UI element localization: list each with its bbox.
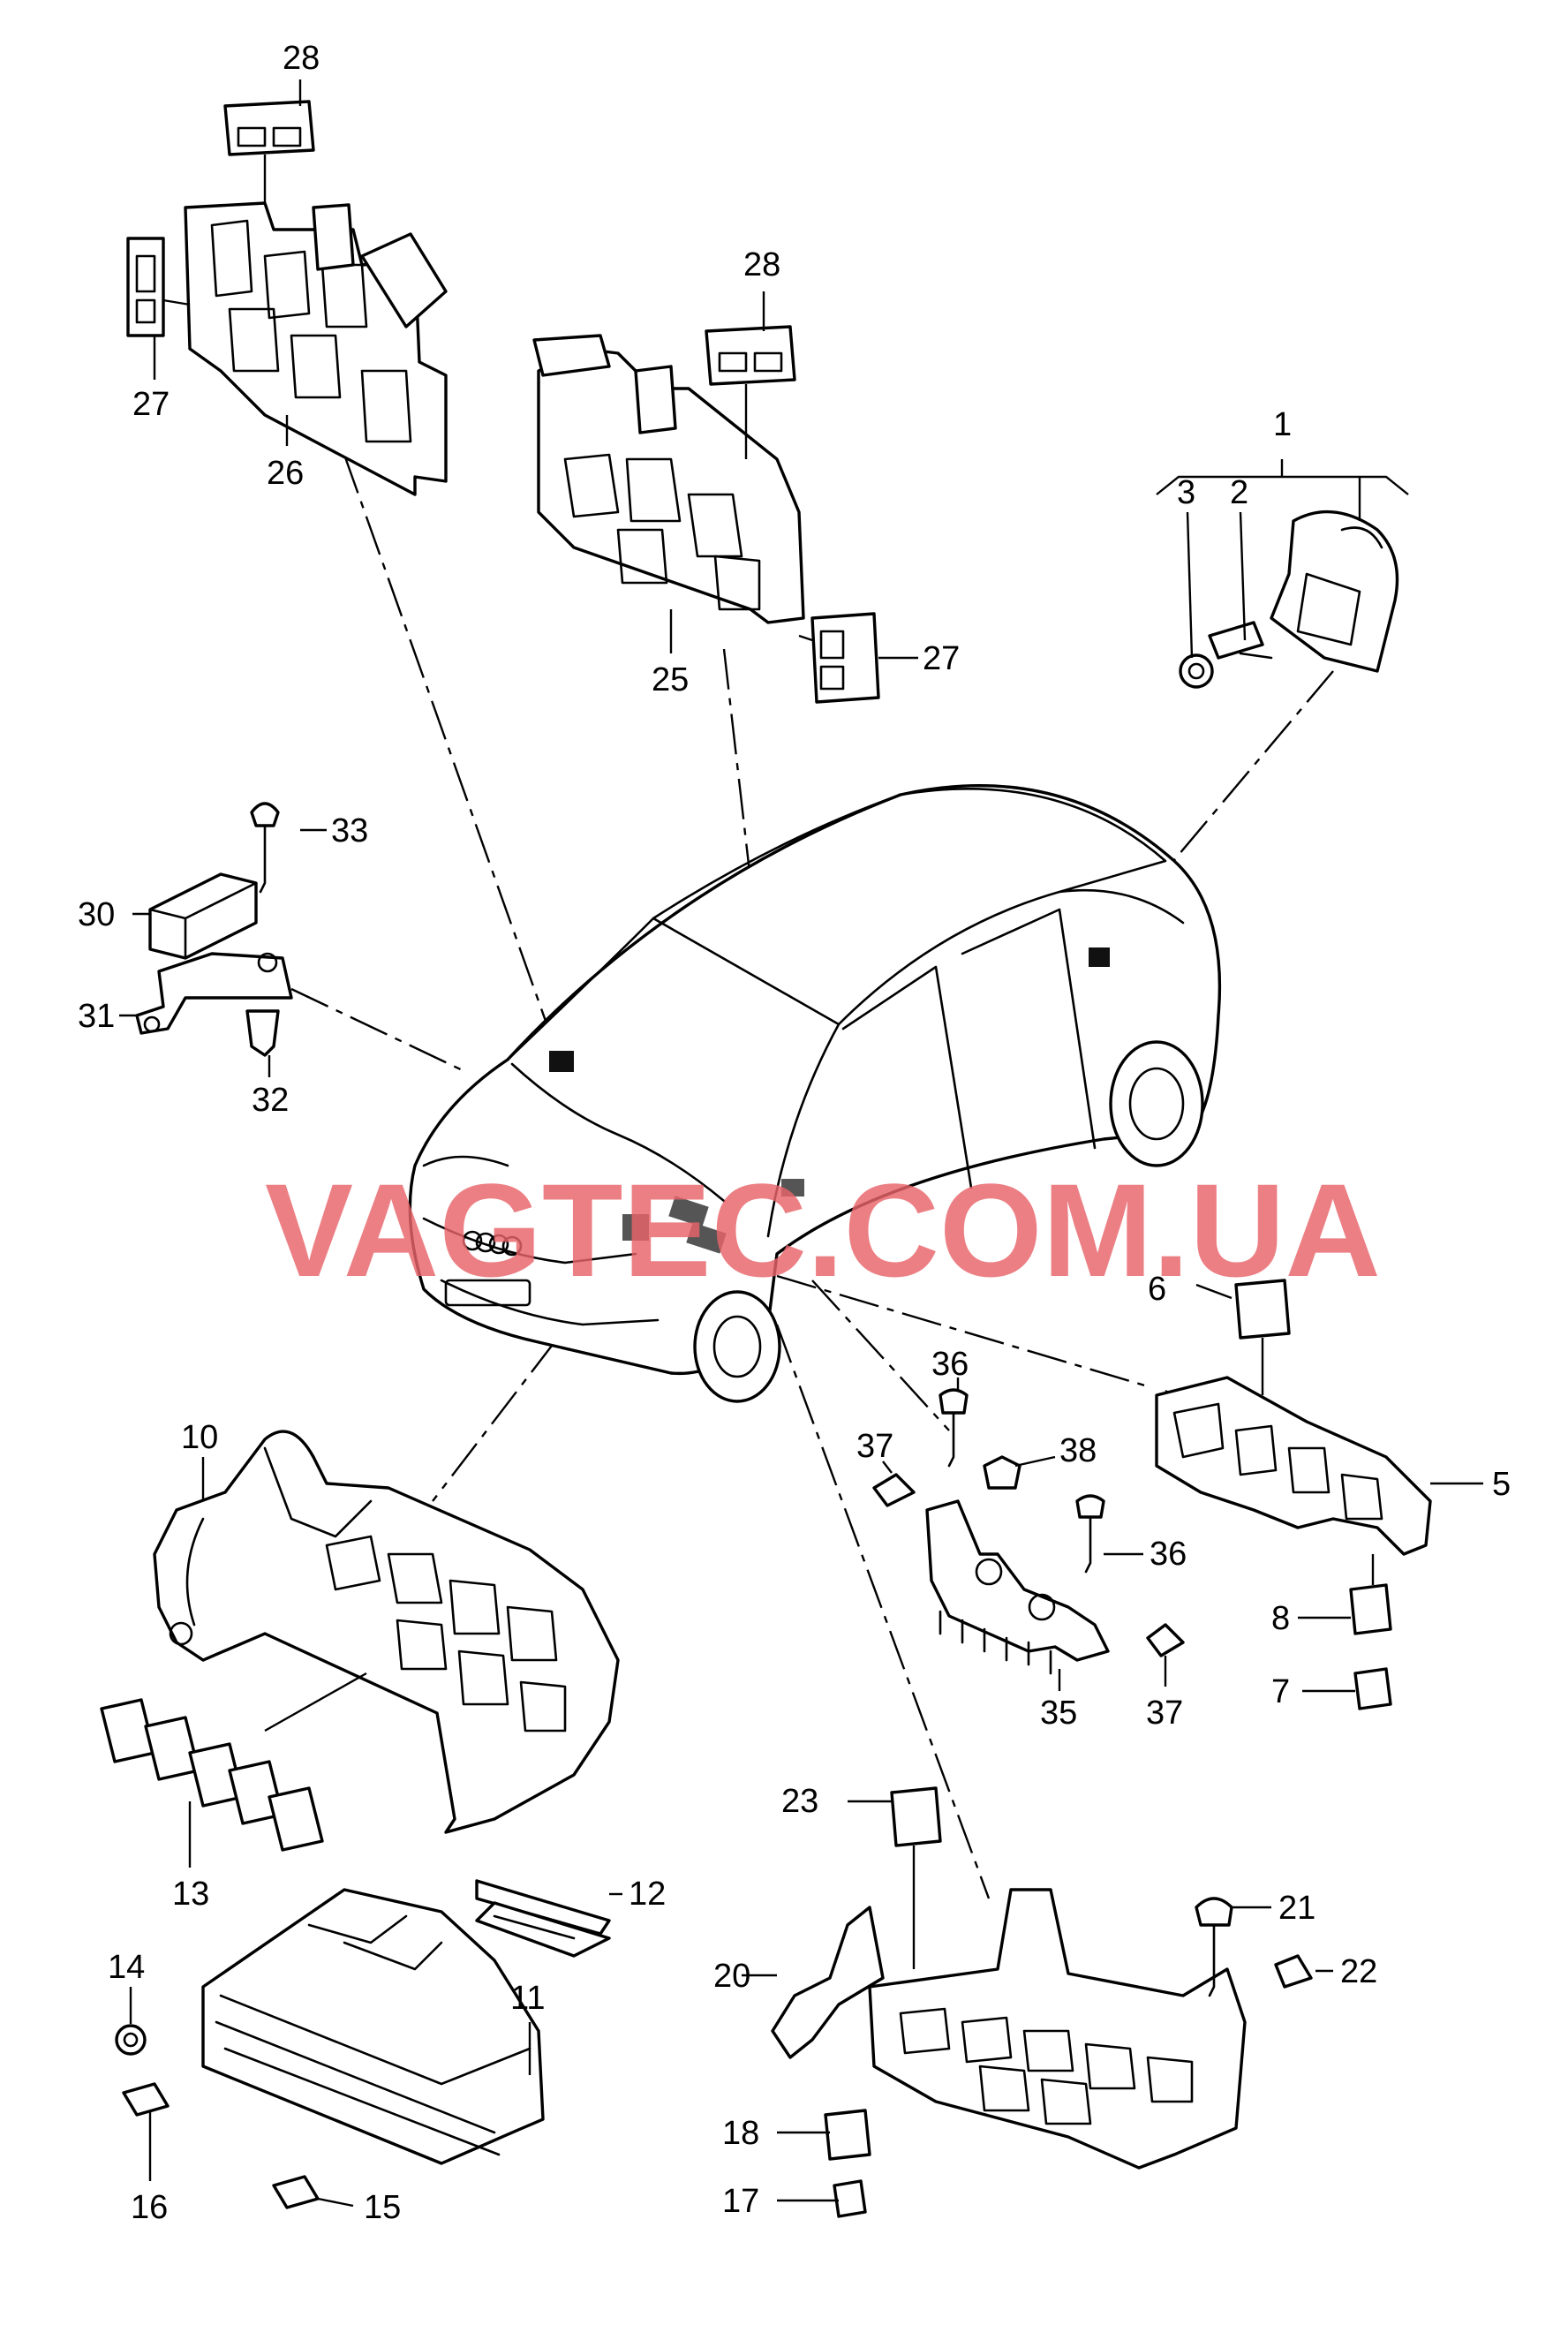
- callout-36-upper: 36: [931, 1346, 969, 1383]
- callout-35: 35: [1040, 1695, 1077, 1732]
- callout-13: 13: [172, 1876, 209, 1913]
- callout-27-upper-middle: 27: [923, 640, 960, 677]
- fuse-holder-11: [115, 1879, 611, 2209]
- callout-12: 12: [629, 1876, 666, 1913]
- callout-30: 30: [78, 896, 115, 933]
- callout-3: 3: [1177, 474, 1195, 511]
- callout-5: 5: [1492, 1466, 1511, 1503]
- audi-rings-logo: [462, 1230, 523, 1257]
- callout-1: 1: [1273, 406, 1292, 443]
- callout-18: 18: [722, 2115, 759, 2152]
- callout-17: 17: [722, 2183, 759, 2220]
- callout-20: 20: [713, 1958, 750, 1995]
- callout-25: 25: [652, 661, 689, 698]
- callout-33: 33: [331, 812, 368, 849]
- callout-38: 38: [1059, 1432, 1097, 1469]
- fuse-carrier-5: [1155, 1279, 1432, 1710]
- leader-lines: [119, 79, 1483, 2208]
- callout-14: 14: [108, 1949, 145, 1986]
- relay-carrier-25: [532, 325, 880, 704]
- callout-6: 6: [1148, 1271, 1166, 1308]
- bracket-35-group: [872, 1388, 1185, 1675]
- callout-15: 15: [364, 2189, 401, 2226]
- control-unit-30-group: [135, 802, 293, 1057]
- callout-7: 7: [1271, 1673, 1290, 1710]
- callout-31: 31: [78, 998, 115, 1035]
- callout-10: 10: [181, 1419, 218, 1456]
- callout-28-upper-left: 28: [283, 40, 320, 77]
- callout-37-lower: 37: [1146, 1695, 1183, 1732]
- callout-28-upper-middle: 28: [743, 246, 780, 283]
- callout-37-upper: 37: [856, 1428, 893, 1465]
- callout-36-lower: 36: [1150, 1536, 1187, 1573]
- relay-carrier-26: [126, 100, 448, 496]
- car-illustration: [408, 783, 1222, 1403]
- callout-16: 16: [131, 2189, 168, 2226]
- bracket-assembly-1: [1156, 459, 1409, 689]
- callout-labels: 28 27 26 28 25 27 1 3 2 33 30 31 32 6 5 …: [78, 40, 1511, 2226]
- watermark: VAGTEC.COM.UA: [265, 1156, 1381, 1304]
- relay-panel-10: [153, 1430, 620, 1834]
- callout-22: 22: [1340, 1953, 1377, 1990]
- fuse-carrier-20: [771, 1786, 1313, 2218]
- callout-32: 32: [252, 1082, 289, 1119]
- callout-11: 11: [510, 1980, 545, 2017]
- callout-8: 8: [1271, 1600, 1290, 1637]
- callout-23: 23: [781, 1783, 818, 1820]
- callout-27-upper-left: 27: [132, 386, 170, 423]
- callout-26: 26: [267, 455, 304, 492]
- callout-21: 21: [1278, 1890, 1315, 1927]
- callout-2: 2: [1230, 474, 1248, 511]
- relays-13: [100, 1672, 367, 1852]
